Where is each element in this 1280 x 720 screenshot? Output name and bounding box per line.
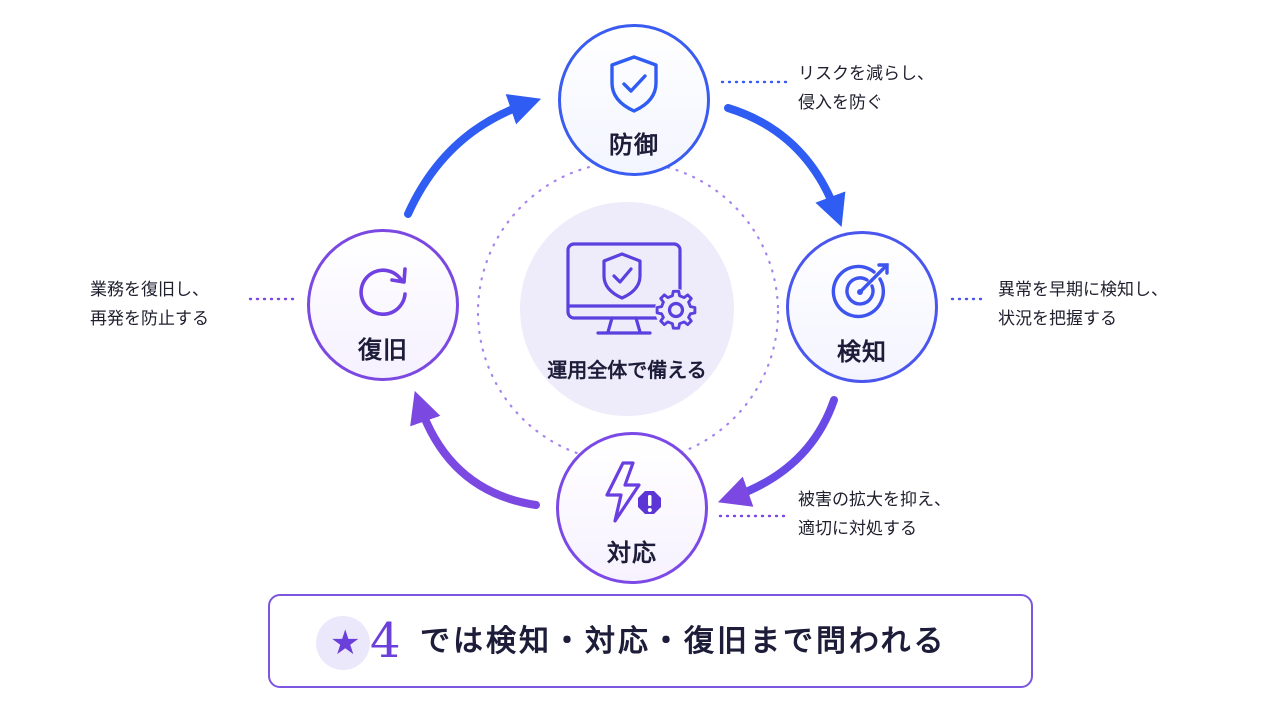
node-recover: 復旧 xyxy=(307,229,459,381)
arrow-defense-to-detect xyxy=(724,104,846,227)
description-line: 業務を復旧し、 xyxy=(90,280,209,300)
shield-check-icon xyxy=(602,252,642,300)
shield-check-icon xyxy=(610,55,658,113)
node-respond: 対応 xyxy=(556,432,708,584)
description-detect: 異常を早期に検知し、 状況を把握する xyxy=(998,276,1168,334)
description-line: リスクを減らし、 xyxy=(798,64,934,84)
summary-banner: ★ 4 では検知・対応・復旧まで問われる xyxy=(268,594,1033,688)
banner-text: では検知・対応・復旧まで問われる xyxy=(420,624,947,659)
gear-icon xyxy=(655,289,697,331)
node-detect: 検知 xyxy=(786,231,938,383)
description-line: 侵入を防ぐ xyxy=(798,93,883,113)
description-defense: リスクを減らし、 侵入を防ぐ xyxy=(798,60,934,118)
monitor-shield-gear-icon xyxy=(566,242,697,335)
arrow-respond-to-recover xyxy=(410,390,540,509)
lightning-alert-icon xyxy=(605,461,661,523)
node-label-detect: 検知 xyxy=(837,338,887,366)
target-icon xyxy=(831,263,889,319)
badge-number: 4 xyxy=(370,613,401,669)
description-line: 被害の拡大を抑え、 xyxy=(798,490,951,510)
center-hub: 運用全体で備える xyxy=(520,202,734,416)
refresh-icon xyxy=(359,267,407,316)
star-number-badge: ★ 4 xyxy=(316,613,412,670)
node-label-recover: 復旧 xyxy=(358,336,408,364)
arrow-recover-to-defense xyxy=(404,94,542,218)
description-respond: 被害の拡大を抑え、 適切に対処する xyxy=(798,486,951,544)
node-label-defense: 防御 xyxy=(609,131,659,159)
arrow-detect-to-respond xyxy=(717,396,838,507)
monitor-icon xyxy=(566,242,682,320)
badge-disc xyxy=(316,616,370,670)
description-line: 再発を防止する xyxy=(90,309,209,329)
star-icon: ★ xyxy=(330,623,361,663)
center-label: 運用全体で備える xyxy=(547,358,707,382)
description-recover: 業務を復旧し、 再発を防止する xyxy=(90,276,209,334)
node-defense: 防御 xyxy=(558,24,710,176)
description-line: 適切に対処する xyxy=(798,519,917,539)
description-line: 異常を早期に検知し、 xyxy=(998,280,1168,300)
description-line: 状況を把握する xyxy=(998,309,1117,329)
node-label-respond: 対応 xyxy=(607,539,657,567)
